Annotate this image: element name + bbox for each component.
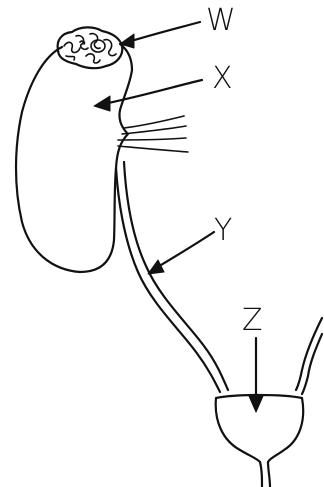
- arrow-y: [148, 232, 214, 274]
- ureter-right: [296, 318, 322, 394]
- arrow-w: [120, 22, 200, 48]
- urethra: [260, 462, 270, 487]
- label-x: X: [212, 61, 233, 96]
- ureter: [116, 162, 228, 392]
- label-y: Y: [214, 213, 232, 248]
- arrow-z: [249, 338, 263, 412]
- label-w: W: [206, 3, 236, 38]
- label-z: Z: [242, 303, 263, 338]
- arrow-x: [94, 80, 202, 111]
- renal-vessels: [118, 116, 188, 152]
- adrenal-gland: [58, 27, 123, 68]
- kidney-outline: [16, 44, 132, 272]
